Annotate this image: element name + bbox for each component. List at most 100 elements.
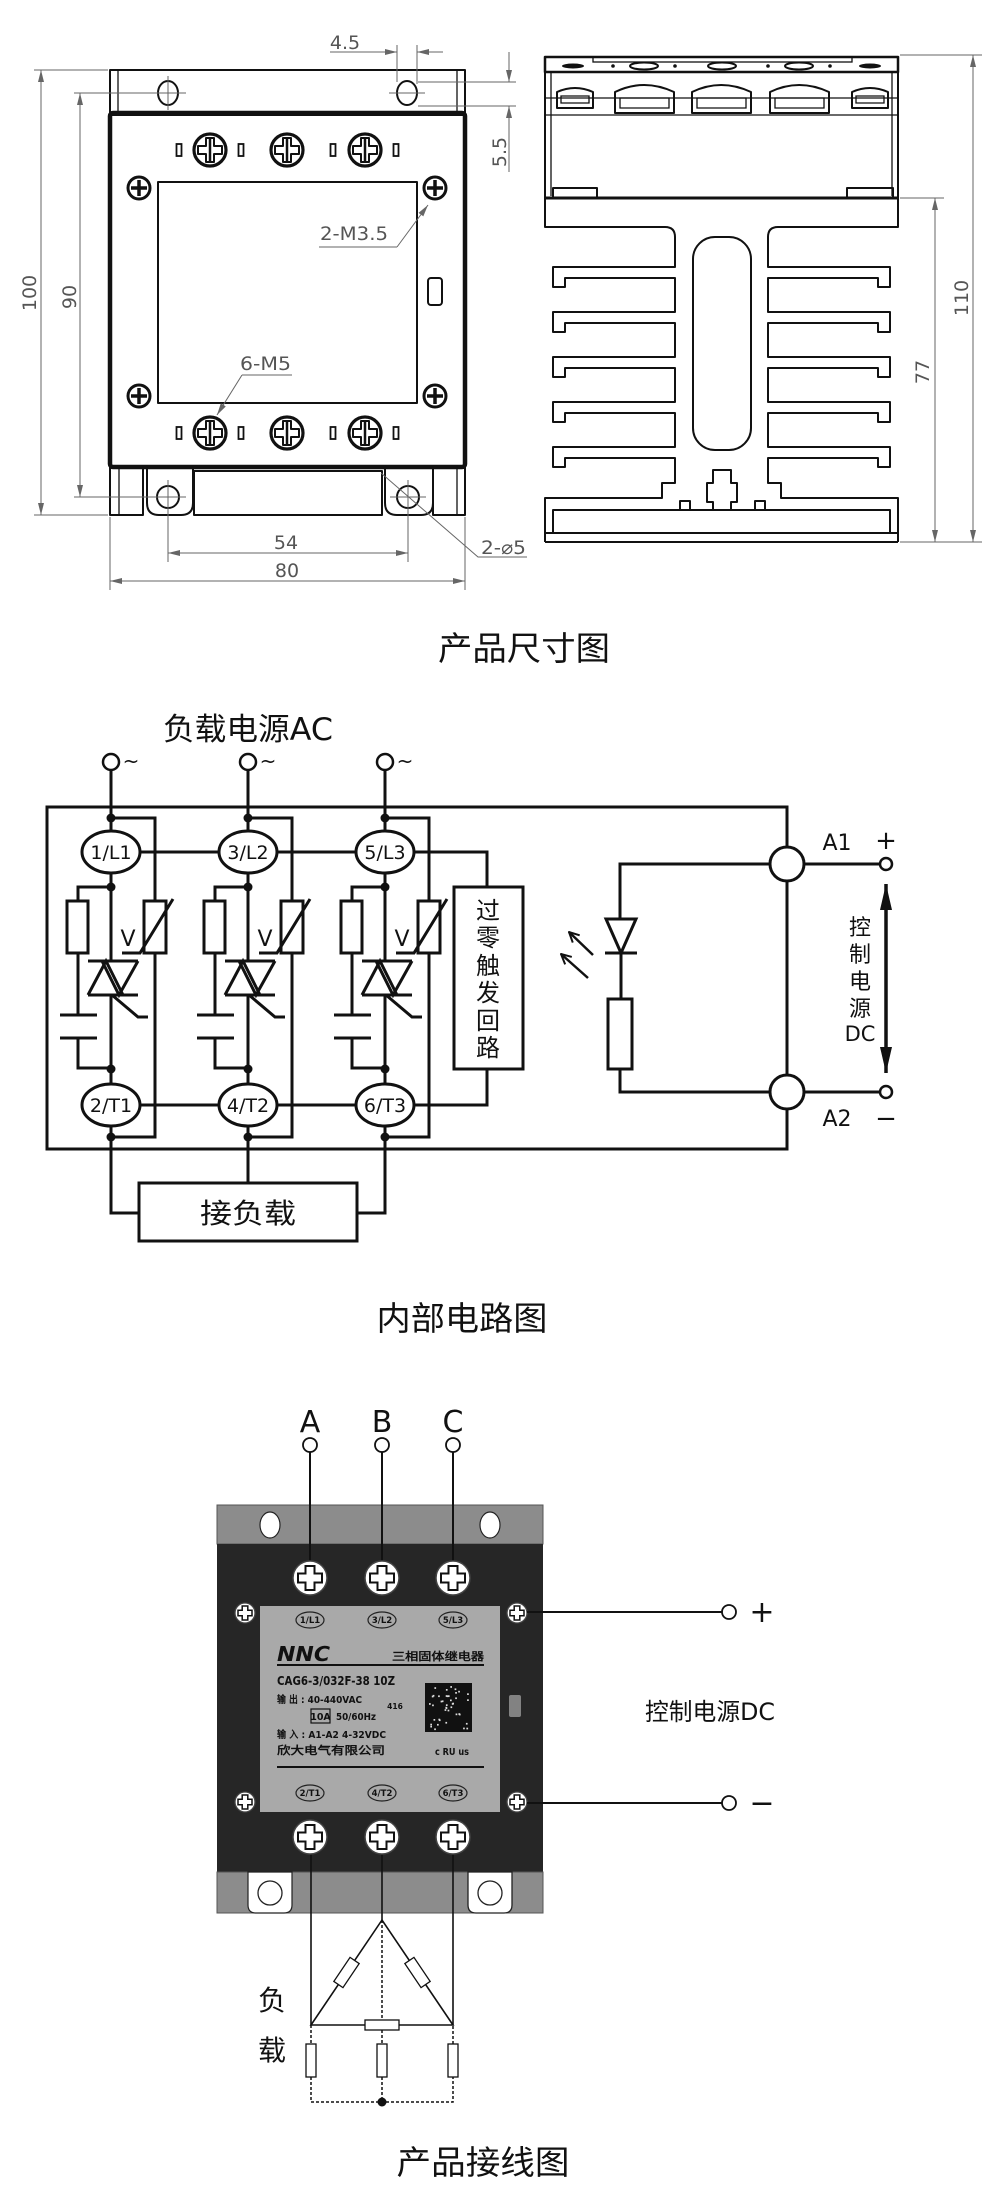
terminal-screw-icon <box>364 1819 400 1855</box>
light-emission-arrow-icon <box>561 954 589 979</box>
cover-oval <box>629 61 659 71</box>
leader-mount-holes <box>380 472 527 558</box>
phase-supply-inputs: A B C <box>300 1405 464 1440</box>
qr-dot <box>465 1722 468 1725</box>
phase-label-a: A <box>300 1405 321 1440</box>
qr-dot <box>432 1704 434 1707</box>
heatsink-notch-right <box>754 500 766 511</box>
qr-dot <box>438 1718 441 1721</box>
input-terminal-badge <box>217 829 279 875</box>
screw-cross <box>237 1794 253 1810</box>
load-network: 负 载 <box>258 1918 459 2107</box>
terminal-slot <box>329 143 337 157</box>
note-terminal-screws: 6-M5 <box>240 353 291 375</box>
wiring-screws <box>234 1560 528 1855</box>
load-wires <box>109 1137 387 1215</box>
caption-circuit-diagram: 内部电路图 <box>377 1299 548 1338</box>
snubber-resistor <box>339 899 364 955</box>
phase-label-c: C <box>443 1405 464 1440</box>
output-spec: 输 出 : 40-440VAC <box>277 1693 362 1706</box>
heatsink-notch-left <box>679 500 691 511</box>
qr-dot <box>445 1695 448 1697</box>
phase-2-switch: V~3/L24/T2 <box>197 749 312 1142</box>
load-resistor-delta-bottom <box>364 2019 400 2031</box>
terminal-small-left <box>556 87 594 109</box>
qr-dot <box>463 1727 465 1730</box>
output-terminal-label: 4/T2 <box>227 1095 269 1117</box>
cover-dot <box>828 64 832 68</box>
control-supply-label: 控制电源DC <box>645 1698 775 1726</box>
leader-terminal-screws-arrow <box>216 374 243 416</box>
load-label-char: 负 <box>258 1984 286 2017</box>
terminal-screw-icon <box>292 1560 328 1596</box>
qr-dot <box>467 1699 469 1701</box>
manufacturer: 欣大电气有限公司 <box>277 1743 385 1757</box>
screw-head <box>347 415 383 451</box>
qr-dot <box>458 1690 460 1693</box>
load-label-char: 载 <box>258 2034 286 2067</box>
terminal-tag-text: 5/L3 <box>443 1616 463 1626</box>
heatsink-base-inner <box>552 509 891 534</box>
qr-dot <box>450 1706 453 1709</box>
dim-label-heatsink-height: 77 <box>912 360 934 384</box>
snubber-capacitor <box>60 1013 97 1040</box>
load-resistor-star <box>305 2043 317 2078</box>
output-terminal-label: 2/T1 <box>90 1095 132 1117</box>
junction-dot <box>380 1064 390 1074</box>
screw-head <box>269 132 305 168</box>
output-terminal-tags: 2/T1 4/T2 6/T3 <box>295 1784 468 1802</box>
input-terminal-tags: 1/L1 3/L2 5/L3 <box>295 1611 468 1629</box>
control-supply-wiring: + − 控制电源DC <box>527 1595 775 1821</box>
load-resistor-delta-left <box>332 1956 361 1989</box>
frequency: 50/60Hz <box>336 1712 376 1723</box>
phase-a-terminal <box>302 1437 318 1453</box>
ac-symbol: ~ <box>260 749 277 773</box>
qr-dot <box>429 1703 431 1705</box>
screw-cross <box>197 420 223 446</box>
plus-symbol: + <box>749 1595 774 1630</box>
phase-3-switch: V~5/L36/T3 <box>334 749 449 1142</box>
led-indicator-window <box>509 1695 521 1717</box>
dim-label-hole-width: 4.5 <box>330 32 360 54</box>
phase-c-terminal <box>445 1437 461 1453</box>
screw-head <box>126 383 152 409</box>
terminal-large <box>614 84 675 114</box>
input-terminal-label: 1/L1 <box>90 842 131 864</box>
snubber-wire <box>213 885 248 1070</box>
junction-dot <box>106 1064 116 1074</box>
zero-cross-trigger-box <box>452 885 525 1071</box>
zero-cross-char: 零 <box>476 924 500 952</box>
qr-dot <box>447 1709 450 1712</box>
output-terminal-badge <box>354 1082 416 1128</box>
control-plus-terminal <box>721 1604 737 1620</box>
qr-dot <box>445 1704 448 1706</box>
snubber-wire <box>76 885 111 1070</box>
control-supply-char: 制 <box>849 943 871 968</box>
front-view: 4.5 100 90 2-M3.5 6-M5 54 80 2-⌀5 5.5 <box>19 32 527 590</box>
snubber-resistor <box>202 899 227 955</box>
control-minus-terminal <box>878 1084 894 1100</box>
terminal-screw-icon <box>347 415 383 451</box>
screw-cross <box>352 420 378 446</box>
input-terminal-label: 5/L3 <box>364 842 405 864</box>
triac-gate <box>385 993 422 1019</box>
junction-dot <box>243 813 253 823</box>
screw-head <box>192 132 228 168</box>
varistor-loop-wire <box>385 816 431 1139</box>
control-supply-label: 控 制 电 源 DC <box>845 916 876 1046</box>
led-loop-wire <box>618 862 770 1094</box>
terminal-slot <box>237 143 245 157</box>
terminal-large <box>769 84 830 114</box>
qr-dot <box>445 1721 448 1724</box>
cover-dot <box>611 64 615 68</box>
product-label: 1/L1 3/L2 5/L3 NNC 三相固体继电器 CAG6-3/032F-3… <box>277 1611 485 1802</box>
junction-dot <box>380 813 390 823</box>
qr-dot <box>467 1693 469 1695</box>
terminal-tag-text: 2/T1 <box>300 1789 321 1799</box>
screw-cross <box>509 1794 525 1810</box>
qr-dot <box>447 1695 450 1697</box>
varistor-label: V <box>257 927 272 952</box>
junction-dot <box>380 882 390 892</box>
current-rating-box <box>310 1708 331 1724</box>
